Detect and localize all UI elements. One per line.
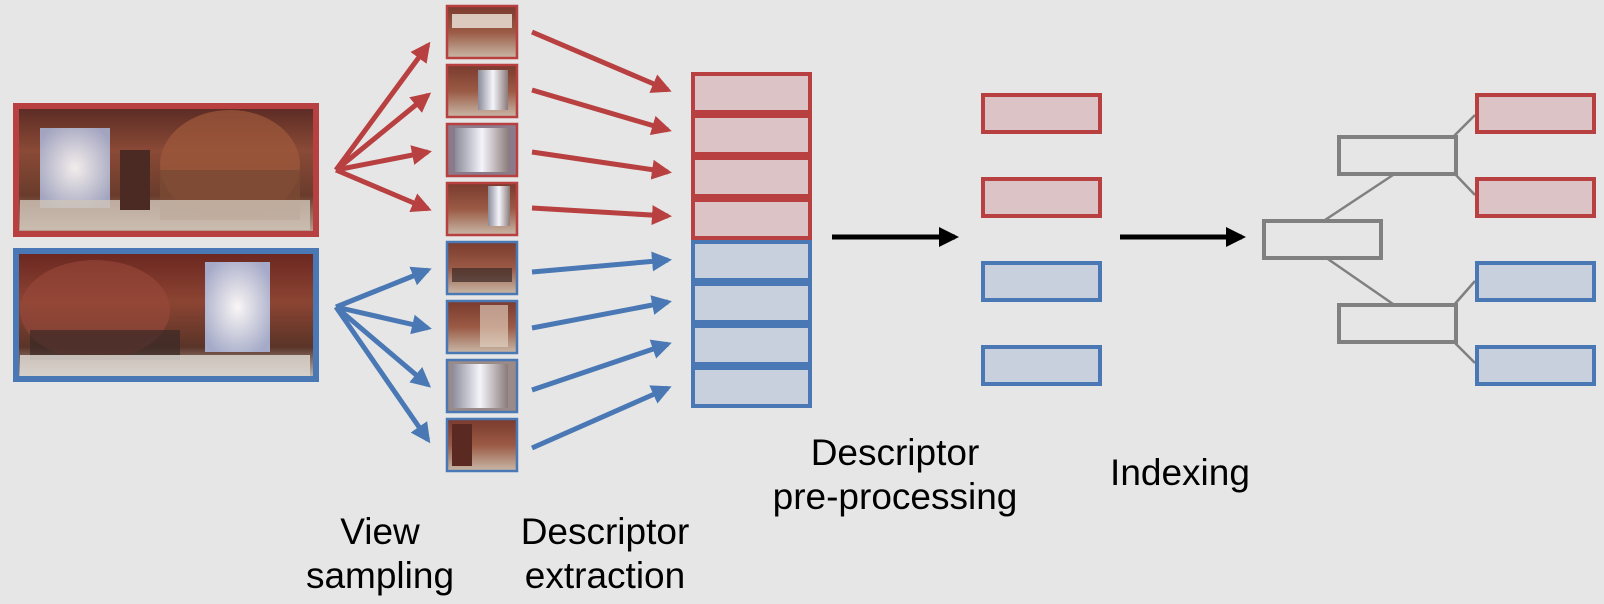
descriptor-extraction-arrows-blue (530, 251, 672, 451)
tree-edges (1324, 114, 1476, 364)
tree-root-node (1262, 219, 1383, 260)
preprocessed-descriptor-red (981, 93, 1102, 134)
label-descriptor-preprocessing: Descriptor pre-processing (772, 432, 1018, 517)
tree-leaf-blue (1475, 345, 1596, 386)
tree-leaf-red (1475, 93, 1596, 134)
descriptor-red (691, 114, 812, 156)
view-sampling-arrows-red (333, 41, 432, 212)
tree-leaf-blue (1475, 261, 1596, 302)
preprocessed-descriptor-red (981, 177, 1102, 218)
view-thumbnail (445, 299, 519, 355)
descriptor-red (691, 198, 812, 240)
view-thumbnail (445, 181, 519, 237)
label-view-sampling: View sampling (305, 511, 455, 596)
view-sampling-arrows-blue (333, 266, 432, 444)
descriptor-red (691, 156, 812, 198)
preprocessed-descriptor-blue (981, 261, 1102, 302)
panorama-blue (13, 248, 319, 382)
descriptor-blue (691, 240, 812, 282)
view-thumbnail (445, 63, 519, 119)
preprocessed-descriptor-blue (981, 345, 1102, 386)
view-thumbnail (445, 4, 519, 60)
descriptor-blue (691, 366, 812, 408)
descriptor-extraction-arrows-red (531, 29, 672, 226)
tree-inner-node (1337, 303, 1458, 344)
view-thumbnail (445, 122, 519, 178)
index-tree (1262, 93, 1596, 386)
label-descriptor-extraction: Descriptor extraction (520, 511, 690, 596)
preprocessed-descriptors (981, 93, 1102, 386)
label-indexing: Indexing (1110, 452, 1250, 493)
tree-leaf-red (1475, 177, 1596, 218)
tree-inner-node (1337, 135, 1458, 176)
view-thumbnails (445, 4, 519, 473)
view-thumbnail (445, 358, 519, 414)
view-thumbnail (445, 240, 519, 296)
panorama-red (13, 103, 319, 237)
descriptor-stack (691, 72, 812, 408)
descriptor-blue (691, 324, 812, 366)
descriptor-red (691, 72, 812, 114)
view-thumbnail (445, 417, 519, 473)
descriptor-blue (691, 282, 812, 324)
